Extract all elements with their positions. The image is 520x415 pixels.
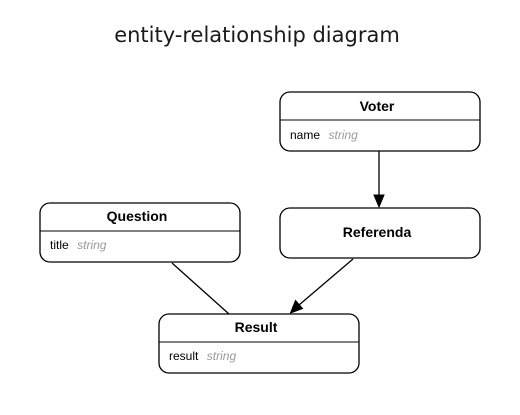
attribute-name: title	[50, 238, 69, 252]
entity-box	[39, 202, 241, 263]
entity-box	[158, 313, 360, 374]
entity-name: Referenda	[343, 224, 412, 240]
attribute-type: string	[328, 128, 358, 142]
entity-box	[279, 207, 481, 259]
entity-attribute: title string	[50, 236, 107, 253]
entity-referenda[interactable]: Referenda	[279, 207, 481, 259]
diagram-title: entity-relationship diagram	[114, 23, 400, 47]
edge-line	[298, 258, 354, 306]
arrowhead-icon	[373, 194, 385, 209]
entity-name: Question	[107, 208, 168, 224]
attribute-type: string	[77, 238, 107, 252]
entity-voter[interactable]: Voter name string	[279, 91, 481, 152]
entity-box	[279, 91, 481, 152]
relationship-referenda-result	[289, 258, 354, 314]
edge-line	[171, 262, 230, 315]
entity-result[interactable]: Result result string	[158, 313, 360, 374]
relationship-voter-referenda	[373, 151, 385, 209]
entity-question[interactable]: Question title string	[39, 202, 241, 263]
entity-attribute: name string	[290, 126, 358, 143]
relationship-question-result	[171, 262, 230, 315]
attribute-name: result	[169, 349, 199, 363]
arrowhead-icon	[289, 299, 304, 314]
entity-attribute: result string	[169, 347, 236, 364]
attribute-type: string	[207, 349, 237, 363]
entity-name: Voter	[360, 98, 395, 114]
entity-name: Result	[235, 319, 278, 335]
attribute-name: name	[290, 128, 320, 142]
